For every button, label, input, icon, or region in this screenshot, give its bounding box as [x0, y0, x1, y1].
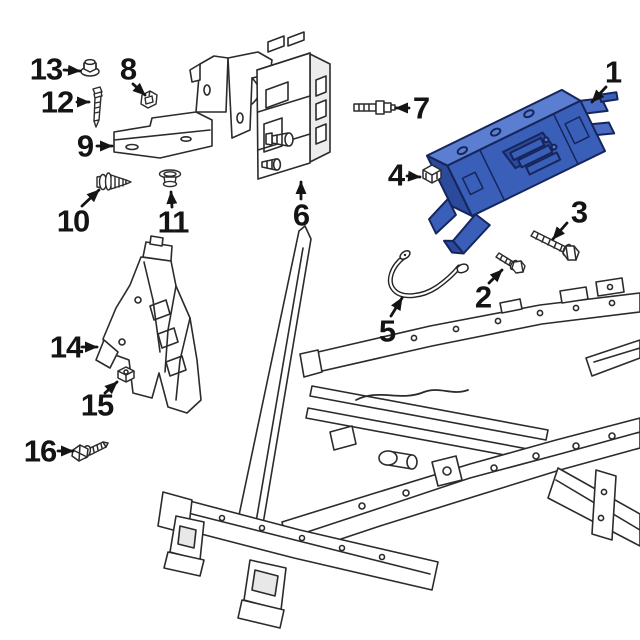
- part-11-grommet: [158, 169, 182, 188]
- arrow-11: [166, 190, 178, 209]
- part-1-highlighted-module: [425, 88, 619, 255]
- part-16-hex-screw: [71, 441, 109, 462]
- truck-frame-illustration: [157, 225, 640, 629]
- part-13-flanged-nut: [80, 58, 100, 77]
- callout-label-5: 5: [378, 313, 396, 349]
- part-12-bolt: [92, 86, 103, 128]
- part-2-hex-bolt: [495, 252, 526, 274]
- part-6-junction-box: [256, 31, 331, 180]
- frame-right-lower-rail: [547, 467, 640, 547]
- callout-label-13: 13: [29, 51, 63, 87]
- frame-rear-rail: [299, 277, 640, 378]
- callout-label-1: 1: [604, 54, 622, 90]
- callout-label-7: 7: [412, 90, 430, 126]
- arrow-10: [80, 188, 101, 208]
- arrow-2: [487, 268, 504, 285]
- frame-right-brace: [585, 339, 640, 377]
- frame-crossmembers: [305, 385, 549, 463]
- callout-label-15: 15: [80, 387, 114, 423]
- arrow-5: [389, 296, 404, 318]
- callout-label-6: 6: [292, 197, 310, 233]
- frame-support-post: [235, 225, 312, 549]
- callout-label-8: 8: [119, 51, 137, 87]
- frame-front-crossmember: [157, 491, 439, 629]
- callout-label-9: 9: [76, 128, 94, 164]
- callout-label-16: 16: [23, 433, 57, 469]
- callout-label-3: 3: [570, 194, 588, 230]
- arrow-1: [590, 85, 608, 104]
- part-5-ground-strap: [387, 250, 469, 299]
- frame-mid-details: [329, 389, 469, 487]
- callout-label-10: 10: [56, 203, 90, 239]
- part-3-long-bolt: [530, 230, 580, 261]
- arrow-13: [62, 64, 82, 76]
- arrow-8: [131, 82, 147, 97]
- callout-label-12: 12: [40, 84, 74, 120]
- callout-label-14: 14: [49, 329, 83, 365]
- part-4-hex-nut: [422, 164, 442, 184]
- part-15-flange-nut: [117, 366, 135, 383]
- callout-label-4: 4: [387, 157, 405, 193]
- part-7-stud-bolt: [353, 100, 396, 115]
- arrow-3: [551, 221, 569, 241]
- part-9-support-bracket: [113, 51, 273, 159]
- callout-label-2: 2: [474, 279, 492, 315]
- callout-arrows: [56, 64, 608, 457]
- arrow-15: [103, 380, 119, 395]
- arrow-4: [405, 170, 422, 182]
- part-10-push-pin: [96, 172, 132, 191]
- part-14-mounting-bracket: [95, 235, 202, 414]
- callout-label-11: 11: [157, 204, 190, 240]
